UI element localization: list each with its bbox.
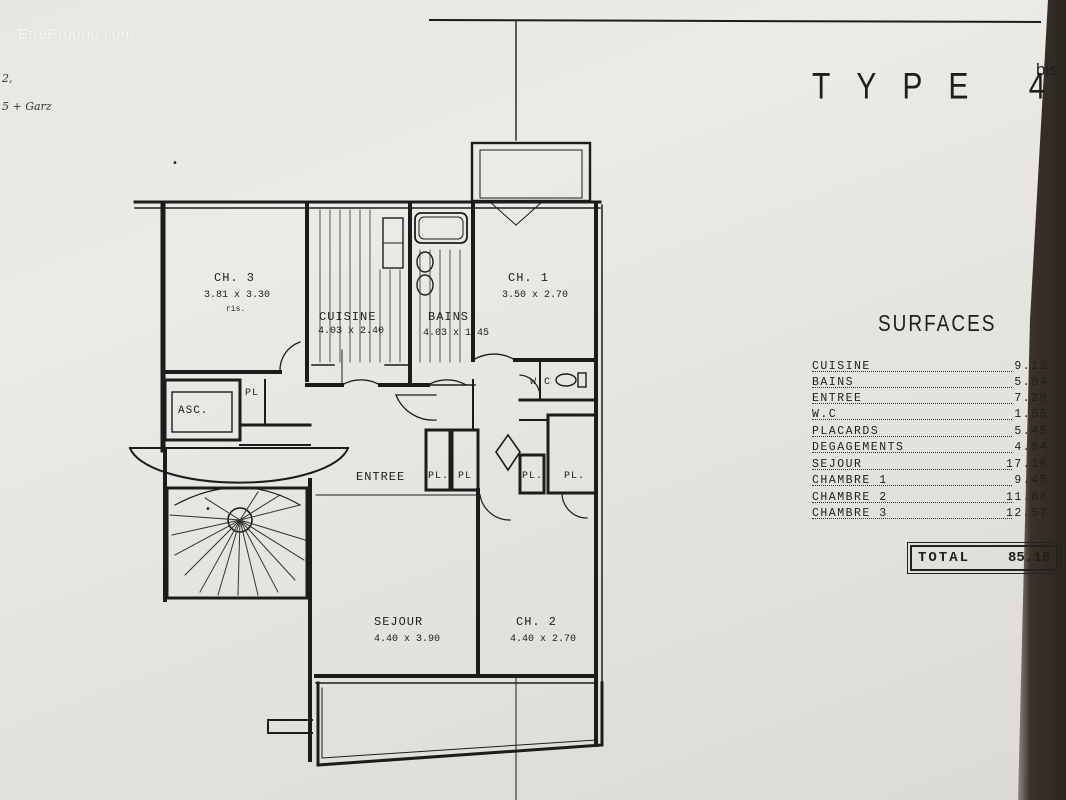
surface-row: CUISINE 9.12 bbox=[812, 360, 1058, 376]
room-dim-ch1: 3.50 x 2.70 bbox=[502, 290, 569, 301]
surface-row: ENTREE 7.20 bbox=[812, 392, 1058, 408]
room-dim-ch3: 3.81 x 3.30 bbox=[204, 290, 271, 301]
surface-row: SEJOUR 17.16 bbox=[812, 458, 1058, 474]
sheet-top-line bbox=[428, 18, 1042, 24]
surface-value: 12.57 bbox=[1005, 507, 1048, 520]
room-label-bains: BAINS bbox=[428, 310, 470, 324]
surface-row: W.C 1.55 bbox=[812, 408, 1058, 424]
room-label-ch2: CH. 2 bbox=[516, 615, 558, 629]
diamond-marker bbox=[495, 433, 521, 472]
room-label-sejour: SEJOUR bbox=[374, 615, 424, 629]
surface-label: CUISINE bbox=[812, 360, 871, 373]
surface-label: CHAMBRE 3 bbox=[812, 507, 888, 520]
stairwell bbox=[165, 486, 309, 600]
balcony-north-inner bbox=[479, 149, 583, 199]
svg-text:•: • bbox=[205, 504, 211, 515]
closet-2 bbox=[450, 428, 480, 492]
surface-value: 1.55 bbox=[1014, 408, 1048, 421]
surfaces-heading: SURFACES bbox=[878, 312, 997, 338]
room-label-pl-1: PL. bbox=[428, 471, 450, 482]
margin-note-1: 2, bbox=[2, 72, 13, 85]
surface-row: CHAMBRE 2 11.88 bbox=[812, 491, 1058, 507]
svg-text:•: • bbox=[172, 158, 178, 169]
room-label-pl-2: PL bbox=[458, 471, 473, 482]
room-label-ch3: CH. 3 bbox=[214, 271, 256, 285]
room-dim-sejour: 4.40 x 3.90 bbox=[374, 634, 441, 645]
surface-row: BAINS 5.84 bbox=[812, 376, 1058, 392]
surface-row: CHAMBRE 3 12.57 bbox=[812, 507, 1058, 523]
surface-value: 5.45 bbox=[1014, 425, 1048, 438]
closet-4 bbox=[546, 413, 598, 495]
surface-value: 9.45 bbox=[1014, 474, 1048, 487]
stair-landing bbox=[128, 446, 350, 484]
margin-note-2: 5 + Garz bbox=[2, 100, 52, 113]
surface-label: CHAMBRE 1 bbox=[812, 474, 888, 487]
room-label-cuisine: CUISINE bbox=[319, 310, 377, 324]
plan-title-superscript: bis bbox=[1036, 60, 1058, 79]
room-label-wc: W.C bbox=[530, 377, 552, 388]
total-value: 85.16 bbox=[1007, 550, 1050, 566]
room-label-entree: ENTREE bbox=[356, 470, 406, 484]
bathtub-icon bbox=[414, 212, 468, 244]
room-label-pl-3: PL. bbox=[522, 471, 544, 482]
total-box: TOTAL 85.16 bbox=[907, 542, 1061, 574]
room-label-pl-asc: PL bbox=[245, 388, 260, 399]
plan-title: TYPE 4P bbox=[812, 66, 1066, 108]
room-dim-ch2: 4.40 x 2.70 bbox=[510, 634, 577, 645]
balcony-north bbox=[470, 141, 592, 203]
room-dim-bains: 4.03 x 1.45 bbox=[423, 328, 490, 339]
surface-label: SEJOUR bbox=[812, 458, 863, 471]
watermark: EtreProprio.com bbox=[18, 26, 134, 43]
surface-value: 5.84 bbox=[1014, 376, 1048, 389]
surface-label: BAINS bbox=[812, 376, 855, 389]
room-label-pl-4: PL. bbox=[564, 471, 586, 482]
surface-label: DEGAGEMENTS bbox=[812, 441, 905, 454]
toilet-icon bbox=[555, 373, 577, 387]
surface-label: PLACARDS bbox=[812, 425, 880, 438]
surface-label: W.C bbox=[812, 408, 838, 421]
basin-icon bbox=[416, 251, 434, 273]
room-dim-cuisine: 4.03 x 2.40 bbox=[318, 326, 385, 337]
room-label-ch1: CH. 1 bbox=[508, 271, 550, 285]
surface-row: DEGAGEMENTS 4.94 bbox=[812, 441, 1058, 457]
surface-label: CHAMBRE 2 bbox=[812, 491, 888, 504]
surface-row: PLACARDS 5.45 bbox=[812, 425, 1058, 441]
surface-value: 4.94 bbox=[1014, 441, 1048, 454]
room-label-asc: ASC. bbox=[178, 405, 209, 417]
room-note-ch3: ris. bbox=[226, 305, 246, 314]
surface-value: 7.20 bbox=[1014, 392, 1048, 405]
surface-value: 17.16 bbox=[1005, 458, 1048, 471]
surface-value: 11.88 bbox=[1005, 491, 1048, 504]
closet-1 bbox=[424, 428, 452, 492]
surface-row: CHAMBRE 1 9.45 bbox=[812, 474, 1058, 490]
surface-value: 9.12 bbox=[1014, 360, 1048, 373]
closet-3 bbox=[518, 453, 546, 495]
total-label: TOTAL bbox=[918, 550, 971, 566]
surface-label: ENTREE bbox=[812, 392, 863, 405]
balcony-south bbox=[316, 681, 604, 767]
